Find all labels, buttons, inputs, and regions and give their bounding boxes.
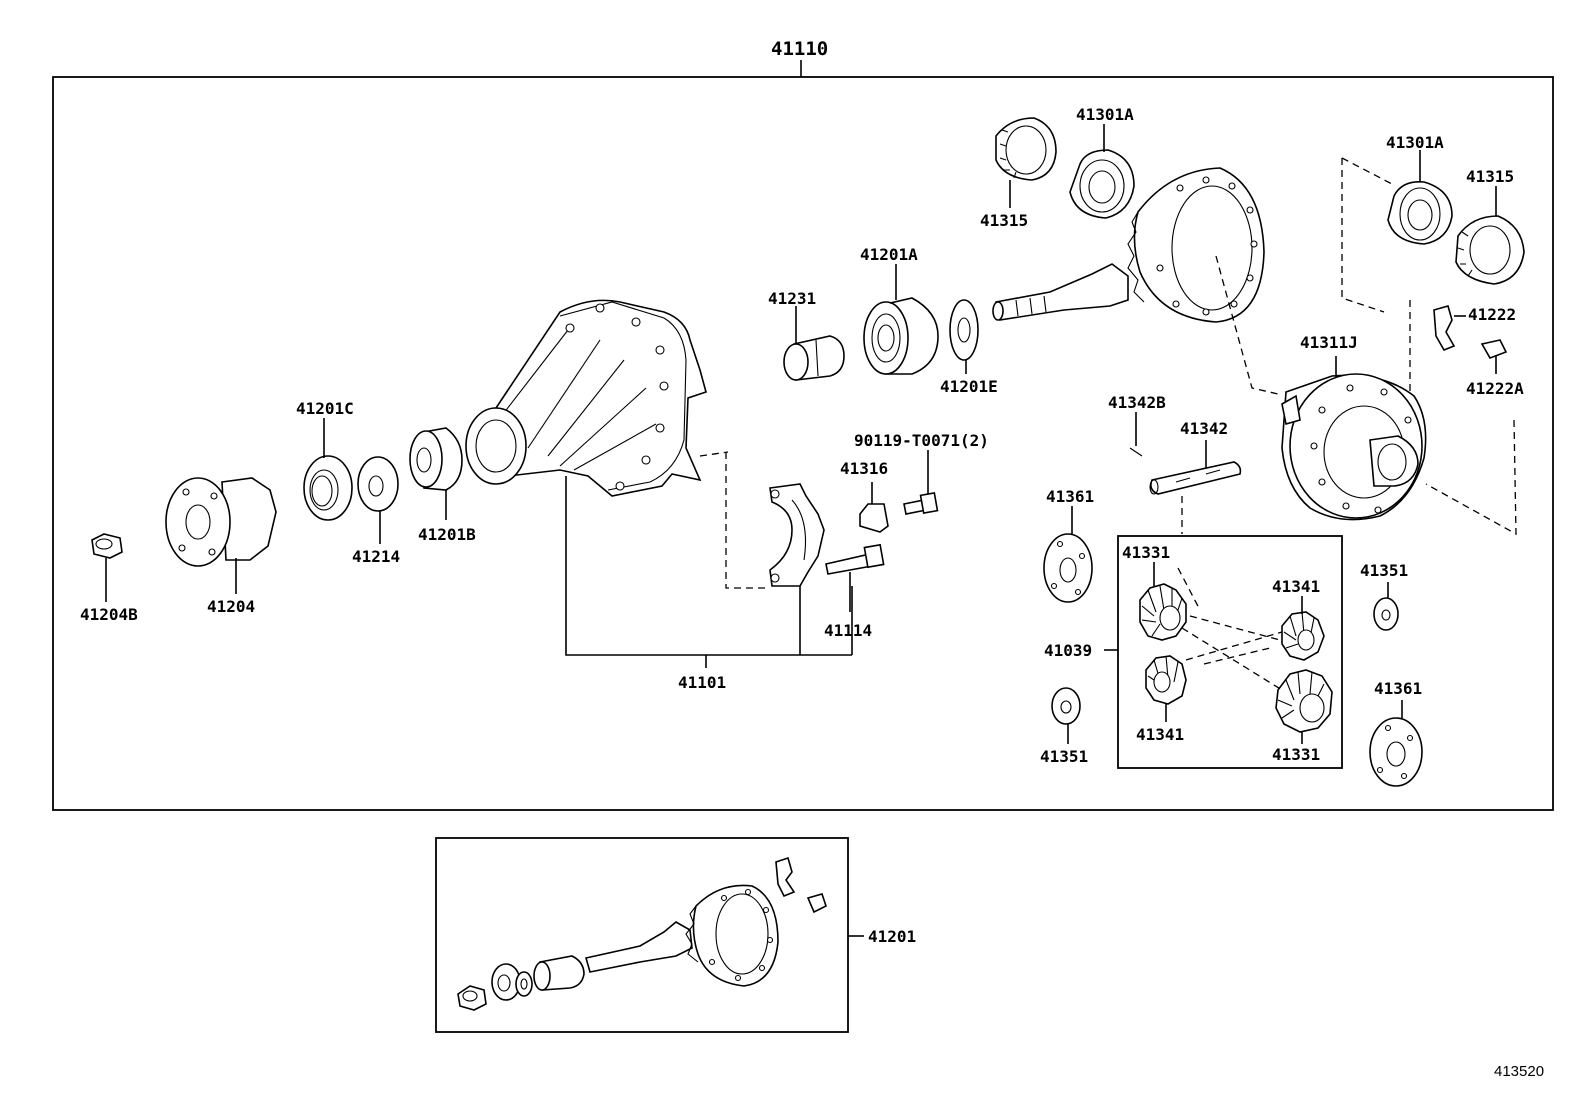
kit-ring-gear-pinion-icon[interactable] bbox=[584, 884, 779, 987]
label-41201E[interactable]: 41201E bbox=[940, 377, 998, 396]
label-41214[interactable]: 41214 bbox=[352, 547, 400, 566]
label-41039[interactable]: 41039 bbox=[1044, 641, 1092, 660]
label-41311J[interactable]: 41311J bbox=[1300, 333, 1358, 352]
label-41222[interactable]: 41222 bbox=[1468, 305, 1516, 324]
differential-case-41311J-icon[interactable] bbox=[1281, 356, 1427, 521]
label-41342[interactable]: 41342 bbox=[1180, 419, 1228, 438]
thrust-washer-41361-left-icon[interactable] bbox=[1043, 506, 1093, 603]
label-41315-right[interactable]: 41315 bbox=[1466, 167, 1514, 186]
kit-nut-icon[interactable] bbox=[457, 985, 487, 1011]
label-41110[interactable]: 41110 bbox=[771, 38, 828, 60]
pinion-gear-41341-upper-icon[interactable] bbox=[1281, 596, 1325, 661]
label-41204[interactable]: 41204 bbox=[207, 597, 255, 616]
label-41342B[interactable]: 41342B bbox=[1108, 393, 1166, 412]
adjusting-nut-41315-upper-icon[interactable] bbox=[995, 117, 1057, 208]
label-41341-upper[interactable]: 41341 bbox=[1272, 577, 1320, 596]
label-90119[interactable]: 90119-T0071(2) bbox=[854, 431, 989, 450]
pinion-gear-41341-lower-icon[interactable] bbox=[1145, 655, 1187, 722]
kit-bolt-icon[interactable] bbox=[806, 893, 827, 914]
bearing-cap-41101-icon[interactable] bbox=[699, 451, 825, 589]
diagram-reference-number: 413520 bbox=[1494, 1063, 1544, 1080]
side-gear-41331-upper-icon[interactable] bbox=[1139, 562, 1187, 641]
label-41114[interactable]: 41114 bbox=[824, 621, 872, 640]
kit-bearing-icon[interactable] bbox=[533, 955, 585, 991]
companion-flange-41204-icon[interactable] bbox=[165, 477, 277, 594]
label-41341-lower[interactable]: 41341 bbox=[1136, 725, 1184, 744]
ring-pinion-kit-41201-frame bbox=[435, 837, 849, 1033]
washer-41201E-icon[interactable] bbox=[949, 299, 979, 374]
assembly-41110-frame bbox=[52, 76, 1554, 811]
label-41361-left[interactable]: 41361 bbox=[1046, 487, 1094, 506]
pinion-shaft-41342-icon[interactable] bbox=[1149, 440, 1242, 495]
side-gear-41331-lower-icon[interactable] bbox=[1275, 669, 1333, 744]
label-41301A-right[interactable]: 41301A bbox=[1386, 133, 1444, 152]
washer-41351-left-icon[interactable] bbox=[1051, 687, 1081, 744]
lock-plate-41316-icon[interactable] bbox=[859, 482, 889, 533]
lock-41222-icon[interactable] bbox=[1433, 305, 1466, 352]
bracket-41101-lines bbox=[565, 476, 853, 668]
bearing-41201A-icon[interactable] bbox=[863, 264, 939, 375]
label-41201B[interactable]: 41201B bbox=[418, 525, 476, 544]
label-41222A[interactable]: 41222A bbox=[1466, 379, 1524, 398]
label-41301A-upper[interactable]: 41301A bbox=[1076, 105, 1134, 124]
gear-kit-41039-frame bbox=[1117, 535, 1343, 769]
label-41201A[interactable]: 41201A bbox=[860, 245, 918, 264]
thrust-washer-41361-right-icon[interactable] bbox=[1369, 700, 1423, 787]
spacer-41231-icon[interactable] bbox=[783, 306, 845, 381]
label-41201C[interactable]: 41201C bbox=[296, 399, 354, 418]
bolt-41222A-icon[interactable] bbox=[1480, 339, 1508, 374]
bearing-41301A-upper-icon[interactable] bbox=[1069, 124, 1135, 219]
bolt-90119-icon[interactable] bbox=[903, 450, 939, 515]
bearing-41301A-right-icon[interactable] bbox=[1387, 150, 1453, 245]
label-41351-right[interactable]: 41351 bbox=[1360, 561, 1408, 580]
kit-spacer-icon[interactable] bbox=[515, 971, 533, 997]
label-41204B[interactable]: 41204B bbox=[80, 605, 138, 624]
label-41231[interactable]: 41231 bbox=[768, 289, 816, 308]
bolt-41114-icon[interactable] bbox=[825, 543, 885, 612]
nut-41204B-icon[interactable] bbox=[91, 533, 123, 602]
label-41101[interactable]: 41101 bbox=[678, 673, 726, 692]
label-41351-left[interactable]: 41351 bbox=[1040, 747, 1088, 766]
pin-41342B-icon[interactable] bbox=[1129, 412, 1143, 457]
carrier-housing-icon[interactable] bbox=[465, 299, 707, 497]
ring-gear-pinion-icon[interactable] bbox=[992, 167, 1265, 323]
label-41331-lower[interactable]: 41331 bbox=[1272, 745, 1320, 764]
adjusting-nut-41315-right-icon[interactable] bbox=[1455, 186, 1525, 285]
label-41315-upper[interactable]: 41315 bbox=[980, 211, 1028, 230]
label-41316[interactable]: 41316 bbox=[840, 459, 888, 478]
kit-lock-icon[interactable] bbox=[775, 856, 796, 898]
label-41201[interactable]: 41201 bbox=[868, 927, 916, 946]
oil-seal-41201C-icon[interactable] bbox=[303, 418, 353, 521]
label-41331-upper[interactable]: 41331 bbox=[1122, 543, 1170, 562]
washer-41351-right-icon[interactable] bbox=[1373, 582, 1399, 631]
bearing-41201B-icon[interactable] bbox=[409, 427, 463, 520]
washer-41214-icon[interactable] bbox=[357, 456, 399, 544]
label-41361-right[interactable]: 41361 bbox=[1374, 679, 1422, 698]
